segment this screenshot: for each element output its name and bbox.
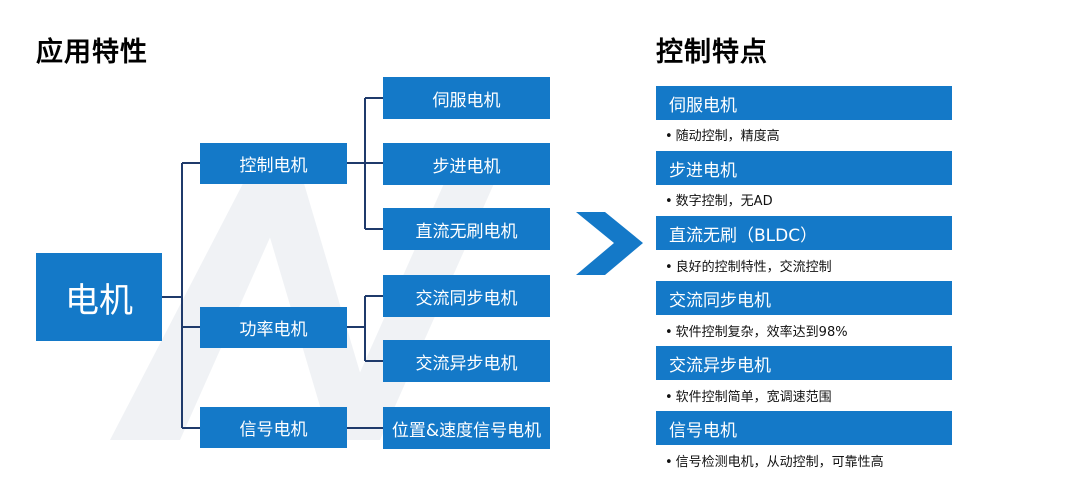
bullet-icon: • [665,194,673,209]
feature-desc-text: 软件控制简单，宽调速范围 [675,390,832,405]
type-node: 伺服电机 [383,77,550,119]
feature-desc: •数字控制，无AD [665,190,773,209]
type-node: 步进电机 [383,143,550,185]
feature-desc-text: 数字控制，无AD [675,194,773,209]
feature-desc: •软件控制复杂，效率达到98% [665,321,848,340]
feature-title: 伺服电机 [656,86,952,120]
feature-desc-text: 良好的控制特性，交流控制 [675,260,832,275]
feature-title: 直流无刷（BLDC） [656,216,952,250]
type-node: 位置&速度信号电机 [383,407,550,449]
bullet-icon: • [665,260,673,275]
feature-desc: •信号检测电机，从动控制，可靠性高 [665,451,884,470]
category-node: 控制电机 [200,143,347,184]
feature-desc-text: 软件控制复杂，效率达到98% [675,325,848,340]
root-node: 电机 [36,253,162,341]
type-node: 交流同步电机 [383,275,550,317]
bullet-icon: • [665,325,673,340]
bullet-icon: • [665,390,673,405]
type-node: 交流异步电机 [383,340,550,382]
feature-title: 信号电机 [656,411,952,445]
bullet-icon: • [665,455,673,470]
feature-desc: •良好的控制特性，交流控制 [665,256,832,275]
feature-desc: •随动控制，精度高 [665,125,780,144]
feature-title: 步进电机 [656,151,952,185]
heading-control: 控制特点 [656,37,768,68]
category-node: 功率电机 [200,307,347,348]
bullet-icon: • [665,129,673,144]
feature-desc-text: 信号检测电机，从动控制，可靠性高 [675,455,884,470]
heading-application: 应用特性 [36,37,148,68]
feature-title: 交流同步电机 [656,281,952,315]
feature-desc: •软件控制简单，宽调速范围 [665,386,832,405]
type-node: 直流无刷电机 [383,208,550,250]
feature-desc-text: 随动控制，精度高 [675,129,780,144]
category-node: 信号电机 [200,407,347,448]
feature-title: 交流异步电机 [656,346,952,380]
